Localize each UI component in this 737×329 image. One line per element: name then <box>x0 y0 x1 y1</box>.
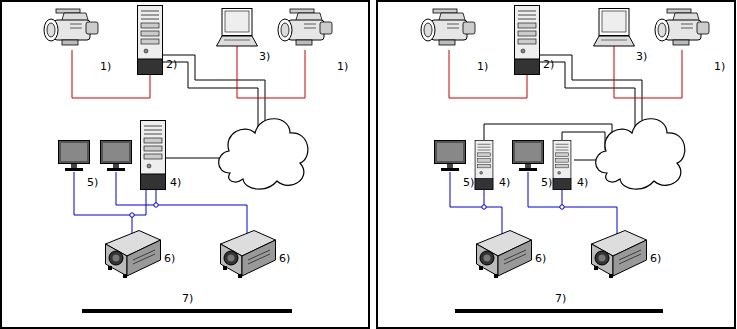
callout-number: 1) <box>337 60 348 73</box>
callout-number: 6) <box>650 252 661 265</box>
callout-number: 6) <box>535 252 546 265</box>
server-tower <box>475 140 493 189</box>
monitor <box>513 141 544 172</box>
server-tower <box>138 6 163 75</box>
panel-frame <box>1 1 369 328</box>
junction-dot <box>482 205 564 209</box>
callout-number: 2) <box>166 58 177 71</box>
callout-number: 4) <box>577 176 588 189</box>
video-camera <box>44 9 98 45</box>
callout-number: 7) <box>555 292 566 305</box>
callout-number: 2) <box>543 58 554 71</box>
server-tower <box>553 140 571 189</box>
panel-frame <box>377 1 735 328</box>
callout-number: 7) <box>182 292 193 305</box>
video-cable <box>72 46 305 98</box>
projector <box>221 231 276 279</box>
video-camera <box>278 9 332 45</box>
monitor <box>435 141 466 172</box>
projector <box>592 231 647 279</box>
callout-number: 4) <box>170 176 181 189</box>
callout-number: 5) <box>541 176 552 189</box>
monitor <box>59 141 90 172</box>
video-cable <box>449 46 682 98</box>
callout-number: 3) <box>636 50 647 63</box>
callout-number: 6) <box>279 252 290 265</box>
callout-number: 5) <box>87 176 98 189</box>
monitor <box>101 141 132 172</box>
callout-number: 1) <box>100 60 111 73</box>
callout-number: 1) <box>477 60 488 73</box>
projector <box>477 231 532 279</box>
callout-number: 1) <box>714 60 725 73</box>
laptop <box>217 9 258 47</box>
server-tower <box>141 121 166 190</box>
network-cloud <box>219 119 308 189</box>
projector <box>106 231 161 279</box>
network-cloud <box>596 119 685 189</box>
laptop <box>594 9 635 47</box>
callout-number: 4) <box>499 176 510 189</box>
video-camera <box>421 9 475 45</box>
junction-dot <box>130 203 158 217</box>
screen-bar <box>455 309 663 313</box>
server-tower <box>515 6 540 75</box>
callout-number: 3) <box>259 50 270 63</box>
screen-bar <box>82 309 292 313</box>
callout-number: 5) <box>463 176 474 189</box>
callout-number: 6) <box>164 252 175 265</box>
video-camera <box>655 9 709 45</box>
